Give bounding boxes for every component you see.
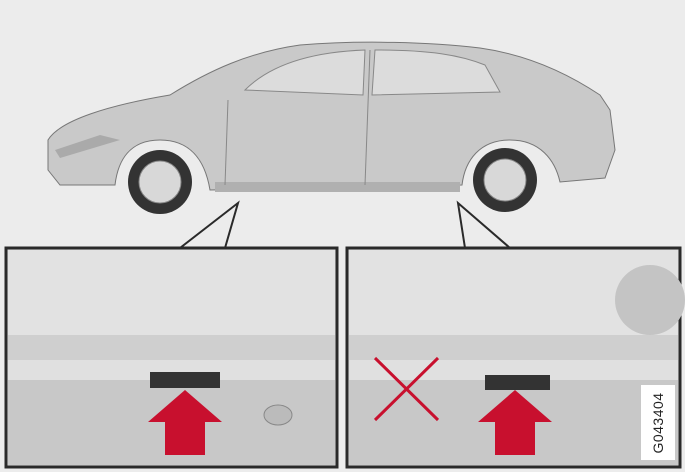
detail-panel-incorrect [345, 246, 685, 469]
cross-mark [373, 356, 440, 422]
red-arrow-up [478, 390, 552, 455]
detail-panel-correct [4, 246, 339, 469]
car-side-view [47, 41, 616, 214]
figure-code: G043404 [650, 391, 666, 454]
figure-code-label: G043404 [641, 385, 675, 460]
red-arrow-up [148, 390, 222, 455]
